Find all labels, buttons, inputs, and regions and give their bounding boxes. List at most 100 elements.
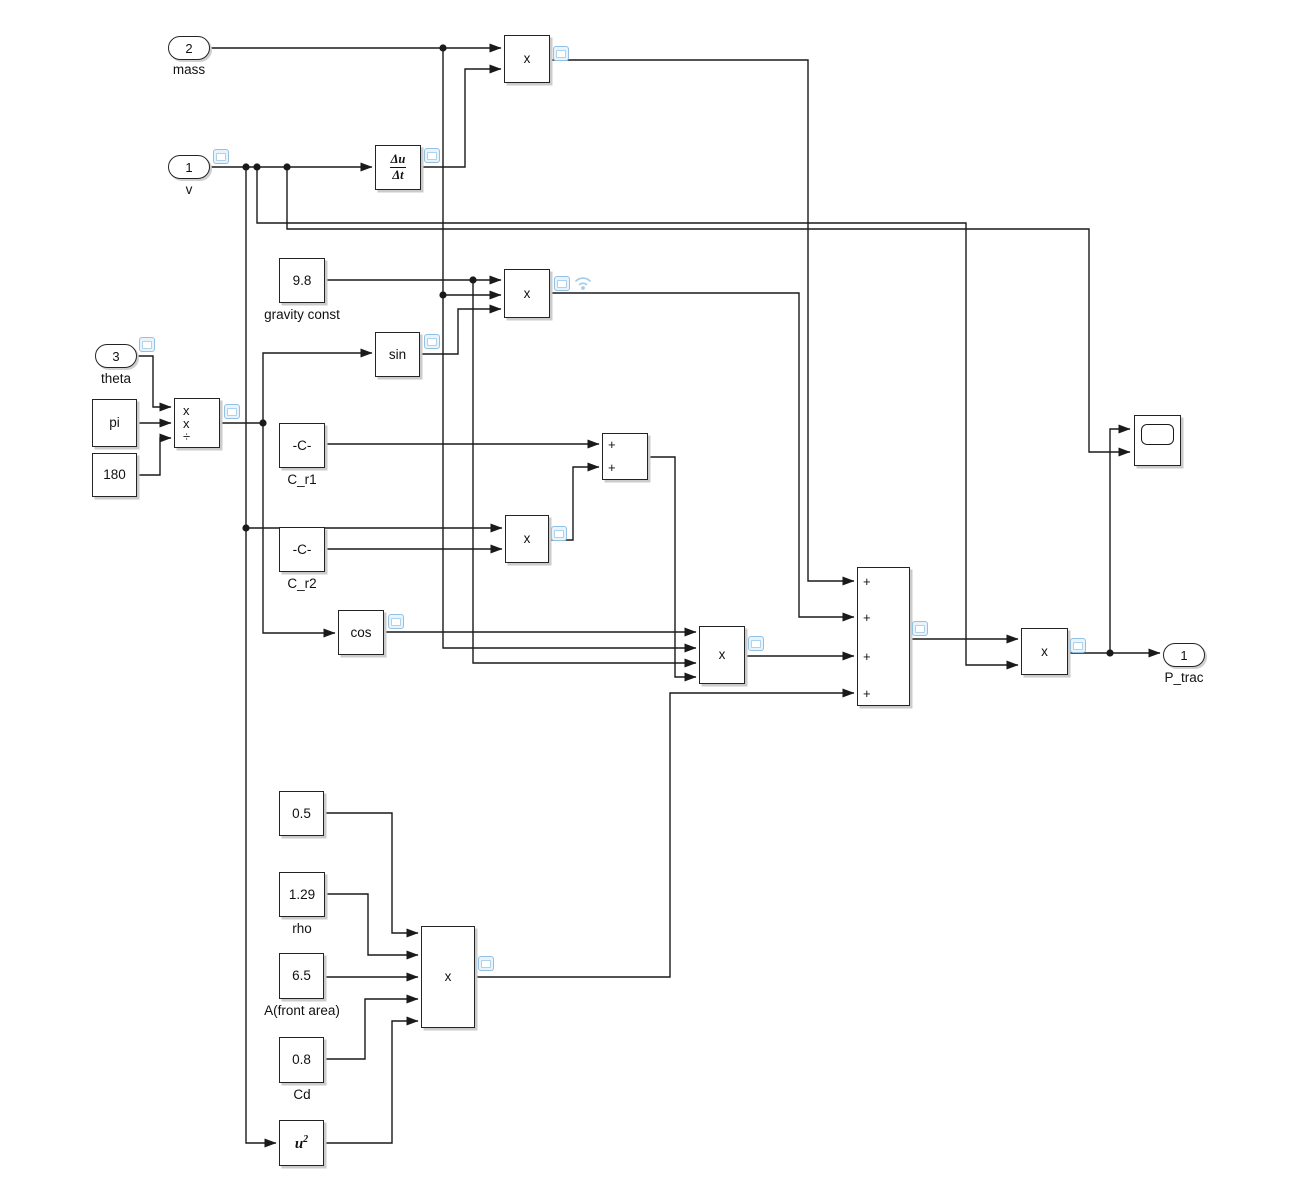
- wire-ptrac-branch-to-scope: [1109, 424, 1131, 653]
- math-square-expression: u2: [294, 1133, 309, 1152]
- product-sign: x: [1041, 643, 1048, 659]
- scope-block[interactable]: [1134, 415, 1181, 466]
- signal-logging-badge-divide[interactable]: [224, 404, 240, 419]
- constant-gravity[interactable]: 9.8: [279, 258, 325, 303]
- plus-sign: +: [863, 574, 871, 589]
- product-sign: x: [523, 285, 531, 301]
- plus-sign: +: [863, 649, 871, 664]
- constant-cr1-label: C_r1: [287, 472, 317, 487]
- wireless-streaming-icon: [575, 277, 591, 290]
- inport-v[interactable]: 1: [168, 155, 210, 179]
- constant-half-value: 0.5: [292, 805, 311, 821]
- wire-180-to-divide: [137, 433, 172, 476]
- wire-theta-to-divide: [137, 355, 172, 412]
- sum-forces-block[interactable]: + + + +: [857, 567, 910, 706]
- junction-dots: [242, 44, 1114, 657]
- product-drag-block[interactable]: x: [421, 926, 475, 1028]
- wire-rad-to-sin: [262, 348, 373, 423]
- constant-rho[interactable]: 1.29: [279, 872, 325, 917]
- wire-cd-to-drag: [324, 994, 419, 1060]
- signal-logging-badge-cos[interactable]: [388, 614, 404, 629]
- constant-cd[interactable]: 0.8: [279, 1037, 324, 1083]
- constant-pi-value: pi: [109, 415, 120, 431]
- inport-v-number: 1: [185, 159, 193, 175]
- inport-theta[interactable]: 3: [95, 344, 137, 368]
- signal-logging-badge-cr2v[interactable]: [551, 526, 567, 541]
- product-sign: x: [523, 51, 531, 67]
- constant-half[interactable]: 0.5: [279, 791, 324, 836]
- inport-v-label: v: [185, 182, 193, 197]
- product-power-block[interactable]: x: [1021, 628, 1068, 675]
- plus-sign: +: [608, 437, 616, 452]
- math-square-block[interactable]: u2: [279, 1120, 324, 1166]
- signal-logging-badge-mass-product[interactable]: [553, 46, 569, 61]
- wire-sin-to-gravity-product: [420, 304, 502, 355]
- product-sign: x: [444, 969, 452, 985]
- constant-180[interactable]: 180: [92, 453, 137, 497]
- plus-sign: +: [863, 610, 871, 625]
- signal-logging-badge-v[interactable]: [213, 149, 229, 164]
- outport-ptrac-number: 1: [1180, 647, 1188, 663]
- product-rolling-block[interactable]: x: [699, 626, 745, 684]
- constant-frontal-area-label: A(front area): [264, 1003, 340, 1018]
- sin-block[interactable]: sin: [375, 332, 420, 377]
- product-sign: x: [718, 647, 726, 663]
- product-divide-block[interactable]: x x ÷: [174, 398, 220, 448]
- wire-gravityconst-branch-to-rolling: [472, 280, 697, 668]
- constant-180-value: 180: [103, 467, 126, 483]
- inport-theta-number: 3: [112, 348, 120, 364]
- product-gravity-block[interactable]: x: [504, 269, 550, 318]
- constant-rho-label: rho: [292, 921, 312, 936]
- constant-cr1-value: -C-: [292, 437, 312, 453]
- wire-mass-branch-to-rolling-product: [442, 48, 697, 653]
- cos-block[interactable]: cos: [338, 610, 384, 655]
- inport-mass[interactable]: 2: [168, 36, 210, 60]
- constant-frontal-area-value: 6.5: [292, 968, 311, 984]
- constant-frontal-area[interactable]: 6.5: [279, 953, 324, 999]
- product-cr2v-block[interactable]: x: [505, 515, 549, 563]
- signal-logging-badge-drag[interactable]: [478, 956, 494, 971]
- signal-logging-badge-derivative[interactable]: [424, 148, 440, 163]
- constant-rho-value: 1.29: [288, 886, 316, 902]
- wire-v-to-power-product: [256, 167, 1019, 670]
- constant-cd-value: 0.8: [292, 1052, 311, 1068]
- plus-sign: +: [863, 686, 871, 701]
- outport-ptrac[interactable]: 1: [1163, 643, 1205, 667]
- signal-logging-badge-sum[interactable]: [912, 621, 928, 636]
- constant-cr2[interactable]: -C-: [279, 527, 325, 572]
- constant-gravity-label: gravity const: [264, 307, 340, 322]
- derivative-numerator: Δu: [390, 152, 406, 166]
- inport-mass-label: mass: [172, 62, 206, 77]
- inport-theta-label: theta: [100, 371, 132, 386]
- signal-logging-badge-power[interactable]: [1070, 638, 1086, 653]
- constant-cr1[interactable]: -C-: [279, 423, 325, 468]
- signal-logging-badge-sin[interactable]: [424, 334, 440, 349]
- signal-logging-badge-theta[interactable]: [139, 337, 155, 352]
- product-mass-accel-block[interactable]: x: [504, 35, 550, 83]
- sin-label: sin: [388, 346, 407, 362]
- outport-ptrac-label: P_trac: [1164, 670, 1204, 685]
- derivative-block[interactable]: Δu Δt: [375, 145, 421, 190]
- wire-v-to-square: [245, 167, 277, 1148]
- signal-logging-badge-gravity-product[interactable]: [554, 276, 570, 291]
- wire-rad-to-cos: [262, 423, 336, 638]
- wire-derivative-to-mass-product: [421, 64, 502, 168]
- inport-mass-number: 2: [185, 40, 193, 56]
- constant-pi[interactable]: pi: [92, 399, 137, 447]
- wire-half-to-drag: [324, 812, 419, 938]
- constant-cd-label: Cd: [293, 1087, 311, 1102]
- product-sign: x: [523, 531, 531, 547]
- wire-drag-to-sum: [475, 688, 855, 978]
- derivative-denominator: Δt: [390, 167, 406, 182]
- wire-square-to-drag: [324, 1016, 419, 1144]
- signal-logging-badge-rolling[interactable]: [748, 636, 764, 651]
- sum-rolling-coeff-block[interactable]: + +: [602, 433, 648, 480]
- wire-smallsum-to-rolling: [648, 456, 697, 682]
- derivative-fraction: Δu Δt: [389, 152, 408, 183]
- constant-cr2-value: -C-: [292, 541, 312, 557]
- wire-massproduct-to-sum: [550, 59, 855, 586]
- constant-gravity-value: 9.8: [292, 272, 312, 288]
- plus-sign: +: [608, 460, 616, 475]
- wire-rho-to-drag: [325, 893, 419, 960]
